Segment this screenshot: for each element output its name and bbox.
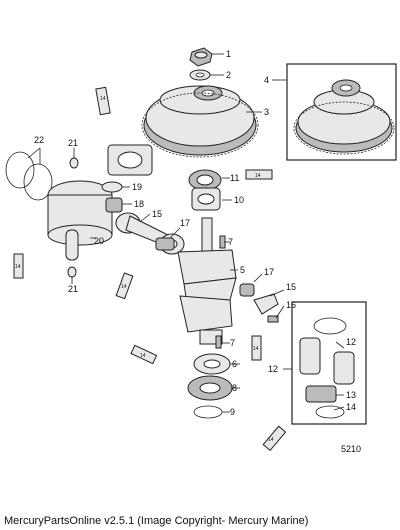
callout-15: 15 [286, 282, 296, 292]
needle-bearing[interactable] [191, 187, 221, 211]
tube-label: 14 [253, 346, 259, 352]
callout-18: 18 [134, 199, 144, 209]
callout-1: 1 [226, 49, 231, 59]
oil-seal[interactable] [107, 144, 153, 176]
callout-17: 17 [264, 267, 274, 277]
sealant-tube[interactable]: 14 [262, 425, 287, 452]
sealant-tube[interactable]: 14 [95, 86, 111, 116]
tube-label: 14 [121, 284, 127, 290]
crankshaft[interactable] [177, 217, 237, 345]
washer[interactable] [189, 69, 211, 81]
wrist-pin-bearing[interactable] [105, 197, 123, 213]
copyright-footer: MercuryPartsOnline v2.5.1 (Image Copyrig… [4, 515, 309, 527]
callout-17: 17 [180, 218, 190, 228]
sealant-tube[interactable]: 14 [115, 272, 134, 300]
sealant-tube[interactable]: 14 [13, 253, 24, 279]
callout-14: 14 [346, 402, 356, 412]
tube-label: 14 [100, 96, 106, 102]
callout-5: 5 [240, 265, 245, 275]
callout-8: 8 [232, 383, 237, 393]
tube-label: 14 [255, 173, 261, 179]
rod-bolt[interactable] [267, 315, 279, 323]
piston-rings[interactable] [5, 151, 53, 201]
callout-19: 19 [132, 182, 142, 192]
callout-15: 15 [152, 209, 162, 219]
tube-label: 14 [268, 437, 274, 443]
flywheel[interactable] [141, 85, 259, 158]
callout-2: 2 [226, 70, 231, 80]
circlip[interactable] [67, 266, 77, 278]
tube-label: 14 [15, 264, 21, 270]
callout-21: 21 [68, 284, 78, 294]
callout-12: 12 [346, 337, 356, 347]
callout-20: 20 [94, 236, 104, 246]
figure-id: 5210 [341, 444, 362, 454]
thrust-washer[interactable] [101, 181, 123, 193]
callout-3: 3 [264, 107, 269, 117]
callout-21: 21 [68, 138, 78, 148]
tube-label: 14 [140, 353, 146, 359]
flywheel-nut[interactable] [189, 47, 213, 67]
callout-7: 7 [228, 237, 233, 247]
piston-pin[interactable] [65, 229, 79, 261]
rod-cap[interactable] [253, 293, 279, 315]
callout-22: 22 [34, 135, 44, 145]
circlip[interactable] [69, 157, 79, 169]
callout-13: 13 [346, 390, 356, 400]
rod-bearing[interactable] [239, 283, 255, 297]
sealant-tube[interactable]: 14 [251, 335, 262, 361]
lower-seal[interactable] [193, 353, 231, 375]
rod-bearing[interactable] [155, 237, 175, 251]
callout-7: 7 [230, 338, 235, 348]
sealant-tube[interactable]: 14 [245, 169, 273, 180]
piston[interactable] [47, 180, 113, 246]
center-main-bearing[interactable] [299, 317, 355, 419]
callout-4: 4 [264, 75, 269, 85]
callout-11: 11 [230, 173, 239, 183]
callout-12: 12 [268, 364, 278, 374]
dowel-pin[interactable] [215, 335, 222, 349]
callout-16: 16 [286, 300, 296, 310]
sealant-tube[interactable]: 14 [130, 344, 158, 365]
callout-6: 6 [232, 359, 237, 369]
callout-10: 10 [234, 195, 244, 205]
upper-bearing[interactable] [188, 169, 222, 191]
retaining-ring[interactable] [193, 405, 223, 419]
callout-9: 9 [230, 407, 235, 417]
flywheel-alternate[interactable] [293, 79, 395, 155]
ball-bearing[interactable] [187, 375, 233, 401]
